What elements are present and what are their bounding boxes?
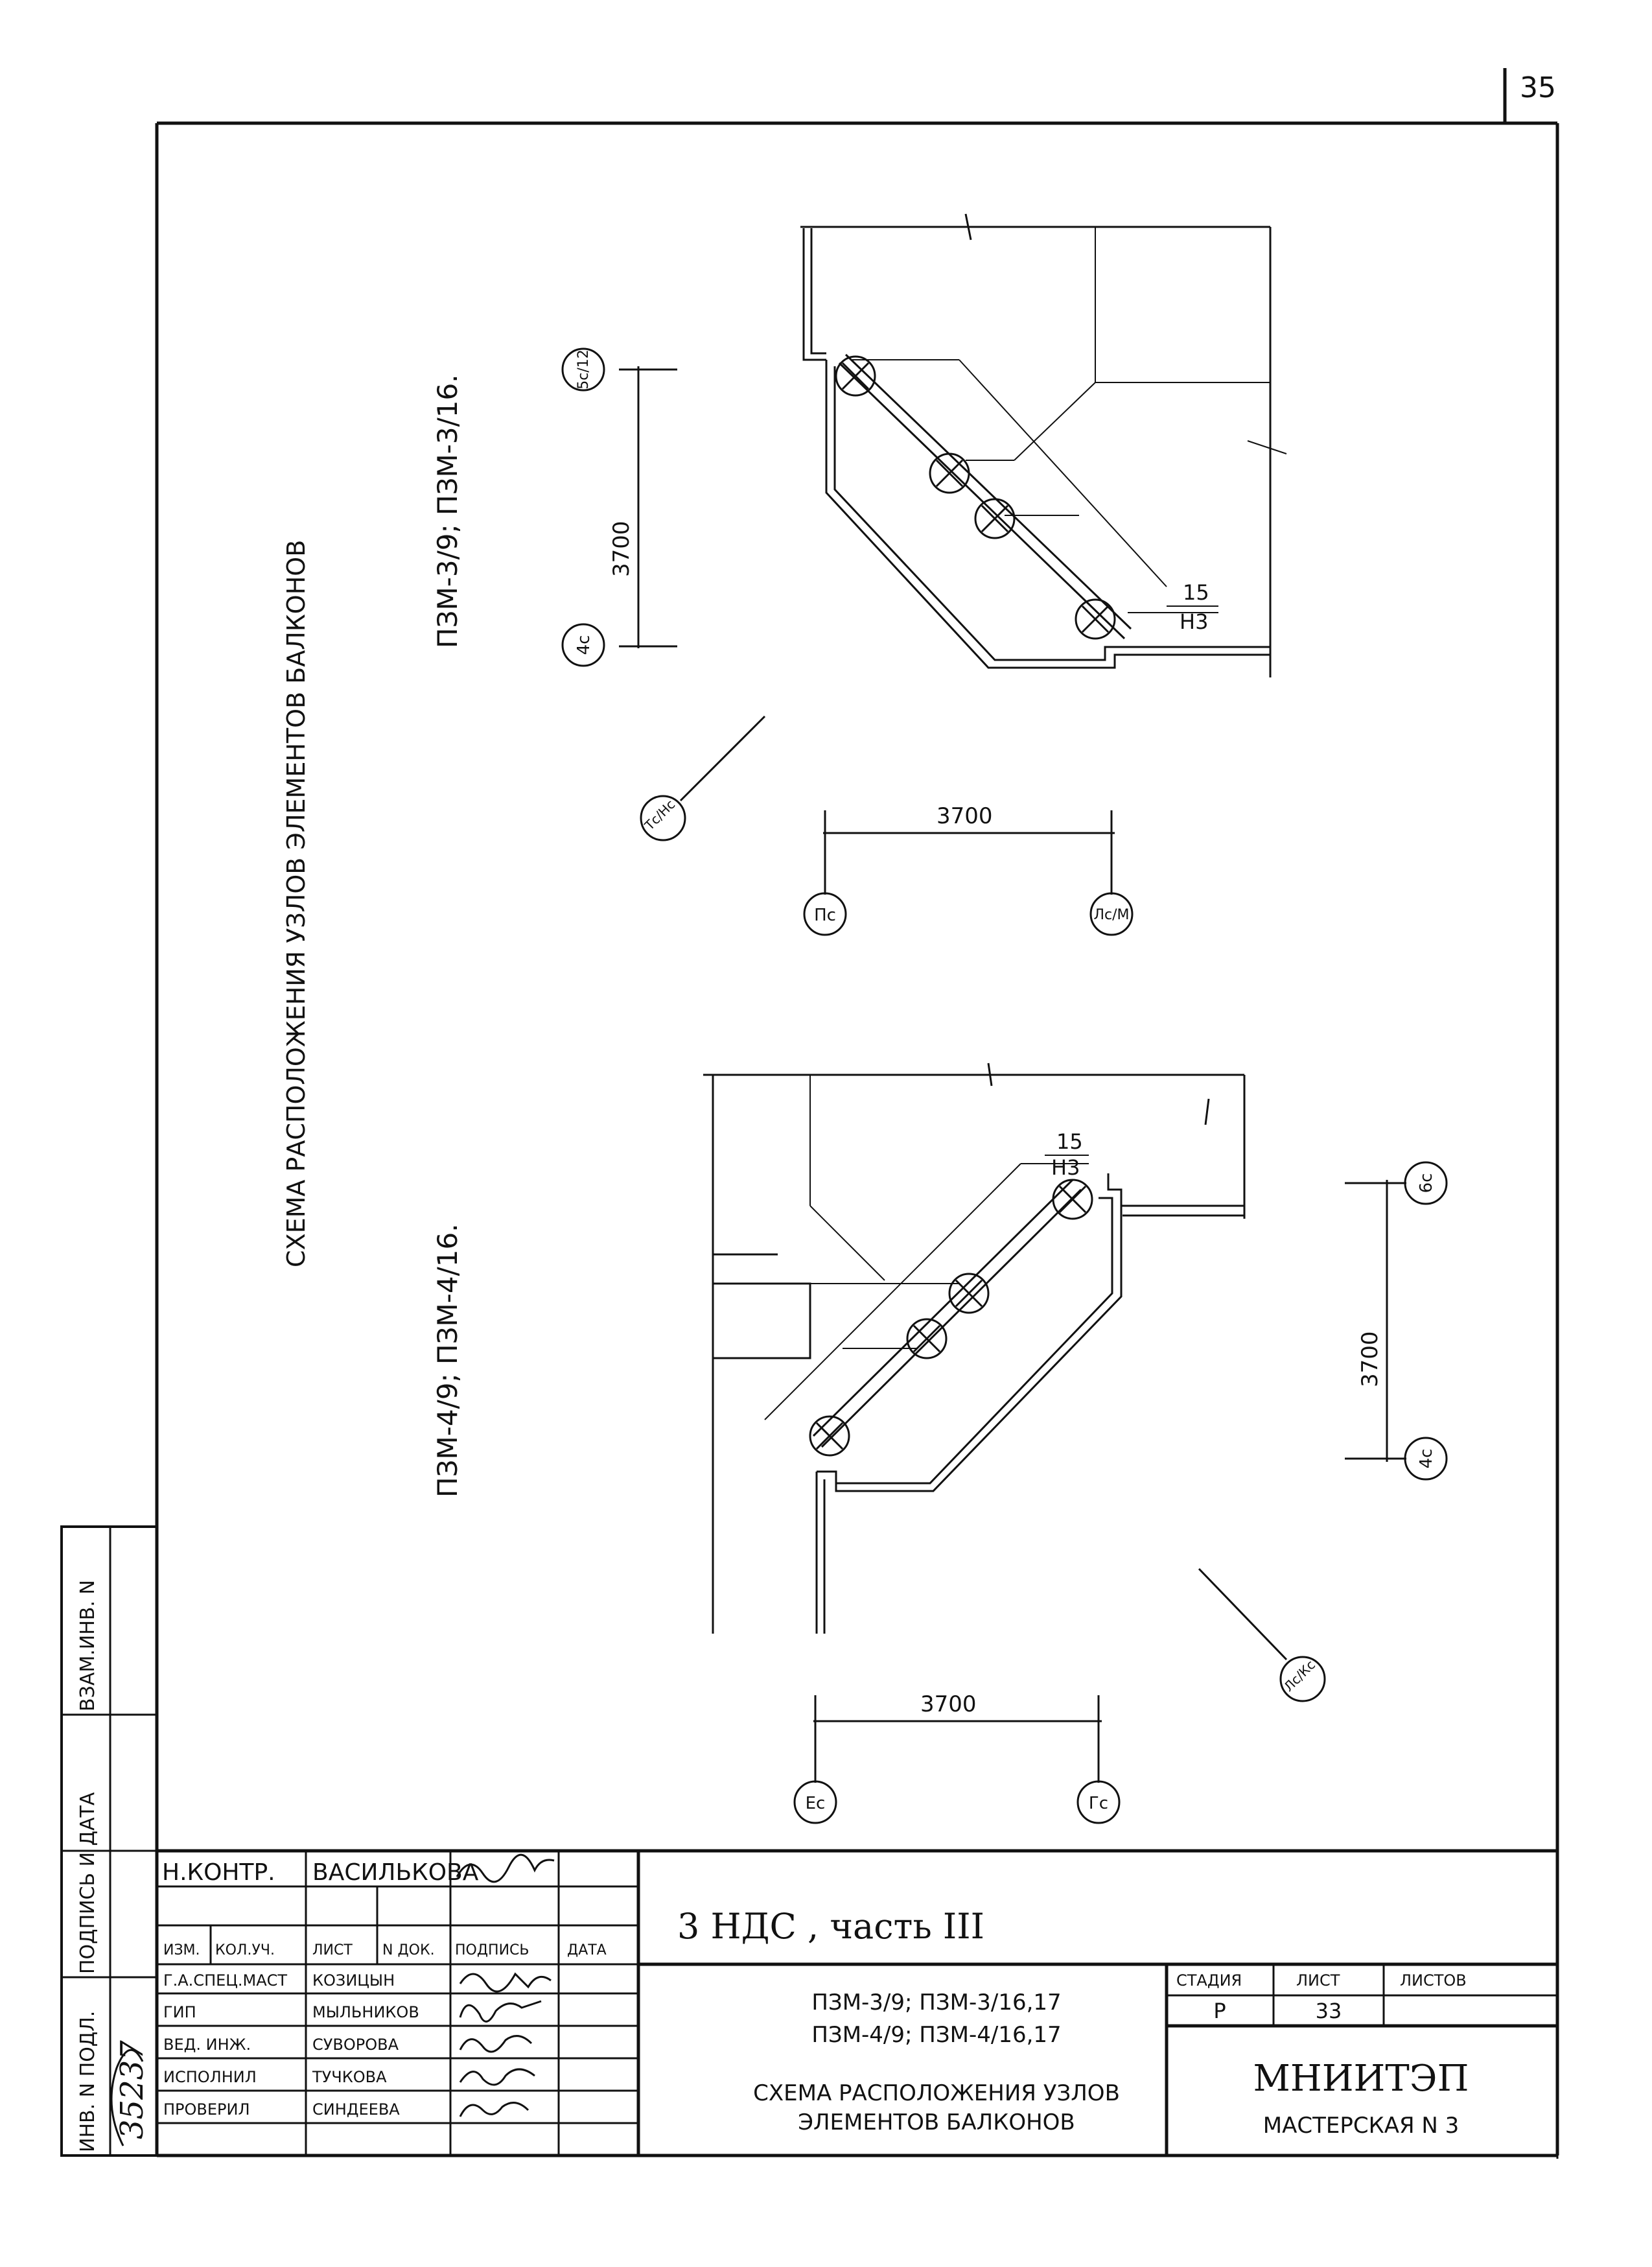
- top-axis-diag-bubble: [640, 795, 686, 841]
- signatures: [110, 1853, 555, 2146]
- top-axis-5c: 5с/12: [576, 349, 592, 390]
- top-node-4: [1075, 598, 1116, 640]
- top-node-1: [835, 355, 876, 397]
- doc-line-1: ПЗМ-3/9; ПЗМ-3/16,17: [811, 1990, 1061, 2015]
- bottom-axis-diag-bubble: [1279, 1656, 1326, 1702]
- name-2: МЫЛЬНИКОВ: [312, 2003, 419, 2021]
- bottom-node-1: [809, 1415, 850, 1457]
- bottom-axis-4c-bubble: [1404, 1437, 1448, 1481]
- organization: МНИИТЭП: [1253, 2058, 1469, 2100]
- n-kontr-label: Н.КОНТР.: [162, 1859, 275, 1886]
- top-node-2: [929, 452, 970, 494]
- side-stamp-vzam: ВЗАМ.ИНВ. N: [76, 1580, 99, 1711]
- name-1: КОЗИЦЫН: [312, 1971, 395, 1990]
- col-kol-uch: КОЛ.УЧ.: [215, 1942, 275, 1958]
- col-data: ДАТА: [567, 1942, 607, 1958]
- top-axis-lc-bubble: [1089, 892, 1134, 936]
- top-node-sheet: Н3: [1180, 609, 1208, 634]
- top-axis-4c-bubble: [561, 623, 605, 667]
- bottom-dim-horizontal: 3700: [920, 1691, 977, 1717]
- name-3: СУВОРОВА: [312, 2036, 399, 2054]
- bottom-node-3: [948, 1273, 990, 1314]
- n-kontr-name: ВАСИЛЬКОВА: [312, 1859, 479, 1886]
- bottom-axis-4c: 4с: [1417, 1449, 1436, 1469]
- bottom-node-4: [1052, 1179, 1093, 1220]
- bottom-axis-6c-bubble: [1404, 1161, 1448, 1205]
- col-n-dok: N ДОК.: [382, 1942, 435, 1958]
- bottom-dim-vertical: 3700: [1357, 1331, 1383, 1387]
- top-scheme-label: ПЗМ-3/9; ПЗМ-3/16.: [432, 374, 463, 648]
- top-axis-pc: Пс: [814, 906, 836, 925]
- top-axis-4c: 4с: [574, 635, 594, 655]
- bottom-node-2: [906, 1318, 948, 1359]
- sheet-value: 33: [1316, 1999, 1342, 2023]
- doc-line-2: ПЗМ-4/9; ПЗМ-4/16,17: [811, 2022, 1061, 2048]
- top-dim-vertical: 3700: [609, 521, 634, 577]
- top-dim-horizontal: 3700: [937, 803, 993, 829]
- top-axis-5c-bubble: [561, 347, 605, 392]
- page-number: 35: [1520, 71, 1556, 104]
- bottom-axis-ec-bubble: [793, 1780, 837, 1824]
- side-stamp-inv-number: 35237: [114, 2040, 150, 2139]
- top-axis-pc-bubble: [803, 892, 847, 936]
- sheet-label: ЛИСТ: [1296, 1971, 1340, 1990]
- col-list: ЛИСТ: [312, 1942, 353, 1958]
- name-5: СИНДЕЕВА: [312, 2100, 400, 2119]
- bottom-axis-diag: Лс/Кс: [1281, 1657, 1318, 1695]
- role-4: ИСПОЛНИЛ: [163, 2068, 257, 2086]
- side-stamp-inv-podl: ИНВ. N ПОДЛ.: [76, 2011, 99, 2152]
- page-number-box: 35: [1503, 68, 1556, 123]
- bottom-node-sheet: Н3: [1051, 1155, 1080, 1180]
- side-stamp: ВЗАМ.ИНВ. N ПОДПИСЬ И ДАТА ИНВ. N ПОДЛ. …: [60, 1525, 158, 2157]
- workshop: МАСТЕРСКАЯ N 3: [1263, 2113, 1460, 2139]
- top-node-3: [974, 498, 1016, 539]
- bottom-axis-6c: 6с: [1417, 1173, 1436, 1193]
- top-node-number: 15: [1183, 580, 1209, 605]
- stage-label: СТАДИЯ: [1176, 1971, 1242, 1990]
- bottom-node-number: 15: [1056, 1129, 1083, 1154]
- bottom-scheme: ПЗМ-4/9; ПЗМ-4/16. 3700 6с 4с Лс/Кс 3700…: [432, 1063, 1448, 1824]
- col-podpis: ПОДПИСЬ: [455, 1942, 529, 1958]
- sheet-frame: [155, 121, 1559, 2159]
- project-title: 3 НДС , часть III: [677, 1906, 984, 1947]
- sheets-label: ЛИСТОВ: [1400, 1971, 1467, 1990]
- bottom-axis-ec: Ес: [806, 1794, 826, 1813]
- role-1: Г.А.СПЕЦ.МАСТ: [163, 1971, 287, 1990]
- doc-title-1: СХЕМА РАСПОЛОЖЕНИЯ УЗЛОВ: [753, 2080, 1120, 2106]
- bottom-axis-gc: Гс: [1089, 1794, 1108, 1813]
- stage-value: Р: [1213, 1999, 1226, 2023]
- doc-title-2: ЭЛЕМЕНТОВ БАЛКОНОВ: [798, 2109, 1075, 2135]
- role-5: ПРОВЕРИЛ: [163, 2100, 250, 2119]
- main-title: СХЕМА РАСПОЛОЖЕНИЯ УЗЛОВ ЭЛЕМЕНТОВ БАЛКО…: [282, 540, 310, 1267]
- col-izm: ИЗМ.: [163, 1942, 200, 1958]
- side-stamp-podpis-data: ПОДПИСЬ И ДАТА: [76, 1792, 99, 1974]
- role-3: ВЕД. ИНЖ.: [163, 2036, 251, 2054]
- top-axis-lc: Лс/М: [1093, 907, 1129, 923]
- role-2: ГИП: [163, 2003, 196, 2021]
- name-4: ТУЧКОВА: [312, 2068, 387, 2086]
- bottom-scheme-label: ПЗМ-4/9; ПЗМ-4/16.: [432, 1223, 463, 1498]
- bottom-axis-gc-bubble: [1076, 1780, 1121, 1824]
- top-scheme: ПЗМ-3/9; ПЗМ-3/16. 3700 5с/12 4с Тс/Нс 3…: [432, 213, 1287, 936]
- title-block: Н.КОНТР. ВАСИЛЬКОВА ИЗМ. КОЛ.УЧ. ЛИСТ N …: [110, 1851, 1557, 2155]
